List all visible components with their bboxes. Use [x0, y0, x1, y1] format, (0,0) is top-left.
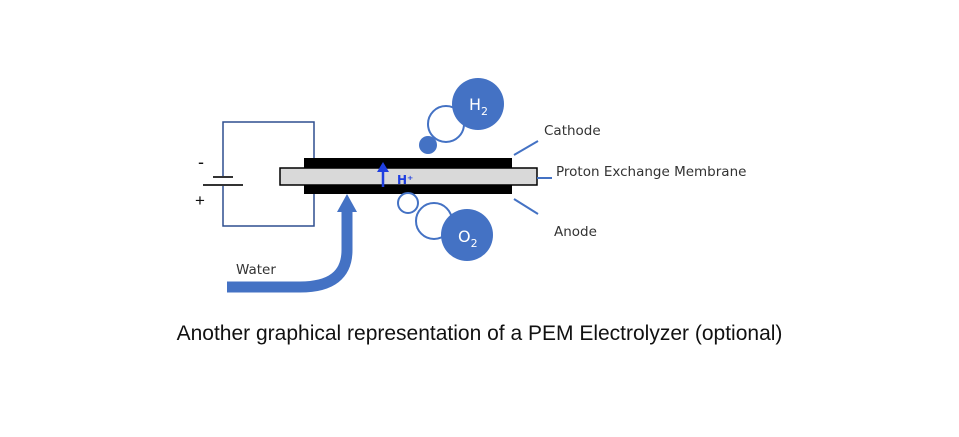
wire-top [222, 121, 315, 177]
hydrogen-molecule [452, 78, 504, 130]
battery-symbol [203, 176, 243, 186]
proton-arrow-head [377, 162, 389, 172]
water-flow-arrow-shaft [227, 212, 353, 293]
oxygen-molecule [441, 209, 493, 261]
cathode-electrode [304, 158, 512, 169]
cathode-label: Cathode [544, 123, 601, 139]
battery-plus-sign: + [195, 191, 205, 210]
anode-electrode [304, 184, 512, 194]
battery-circuit [222, 121, 315, 227]
proton-label: H⁺ [397, 173, 413, 187]
proton-exchange-membrane [279, 167, 538, 186]
water-label: Water [236, 262, 276, 278]
hydrogen-bubbles: H2 [419, 78, 504, 154]
hydrogen-small-bubble [419, 136, 437, 154]
battery-minus-sign: - [198, 152, 204, 172]
proton-transfer: H⁺ [377, 162, 413, 187]
oxygen-small-bubble [397, 192, 419, 214]
wire-bottom [222, 185, 315, 227]
hydrogen-label: H2 [469, 95, 488, 118]
anode-callout-line [513, 198, 539, 215]
oxygen-bubbles: O2 [397, 192, 493, 261]
callout-lines [513, 140, 552, 215]
membrane-label: Proton Exchange Membrane [556, 164, 746, 180]
cathode-callout-line [513, 140, 539, 156]
oxygen-label: O2 [458, 227, 478, 250]
water-flow-arrow-head [337, 194, 357, 212]
diagram-caption: Another graphical representation of a PE… [176, 322, 783, 345]
anode-label: Anode [554, 224, 597, 240]
